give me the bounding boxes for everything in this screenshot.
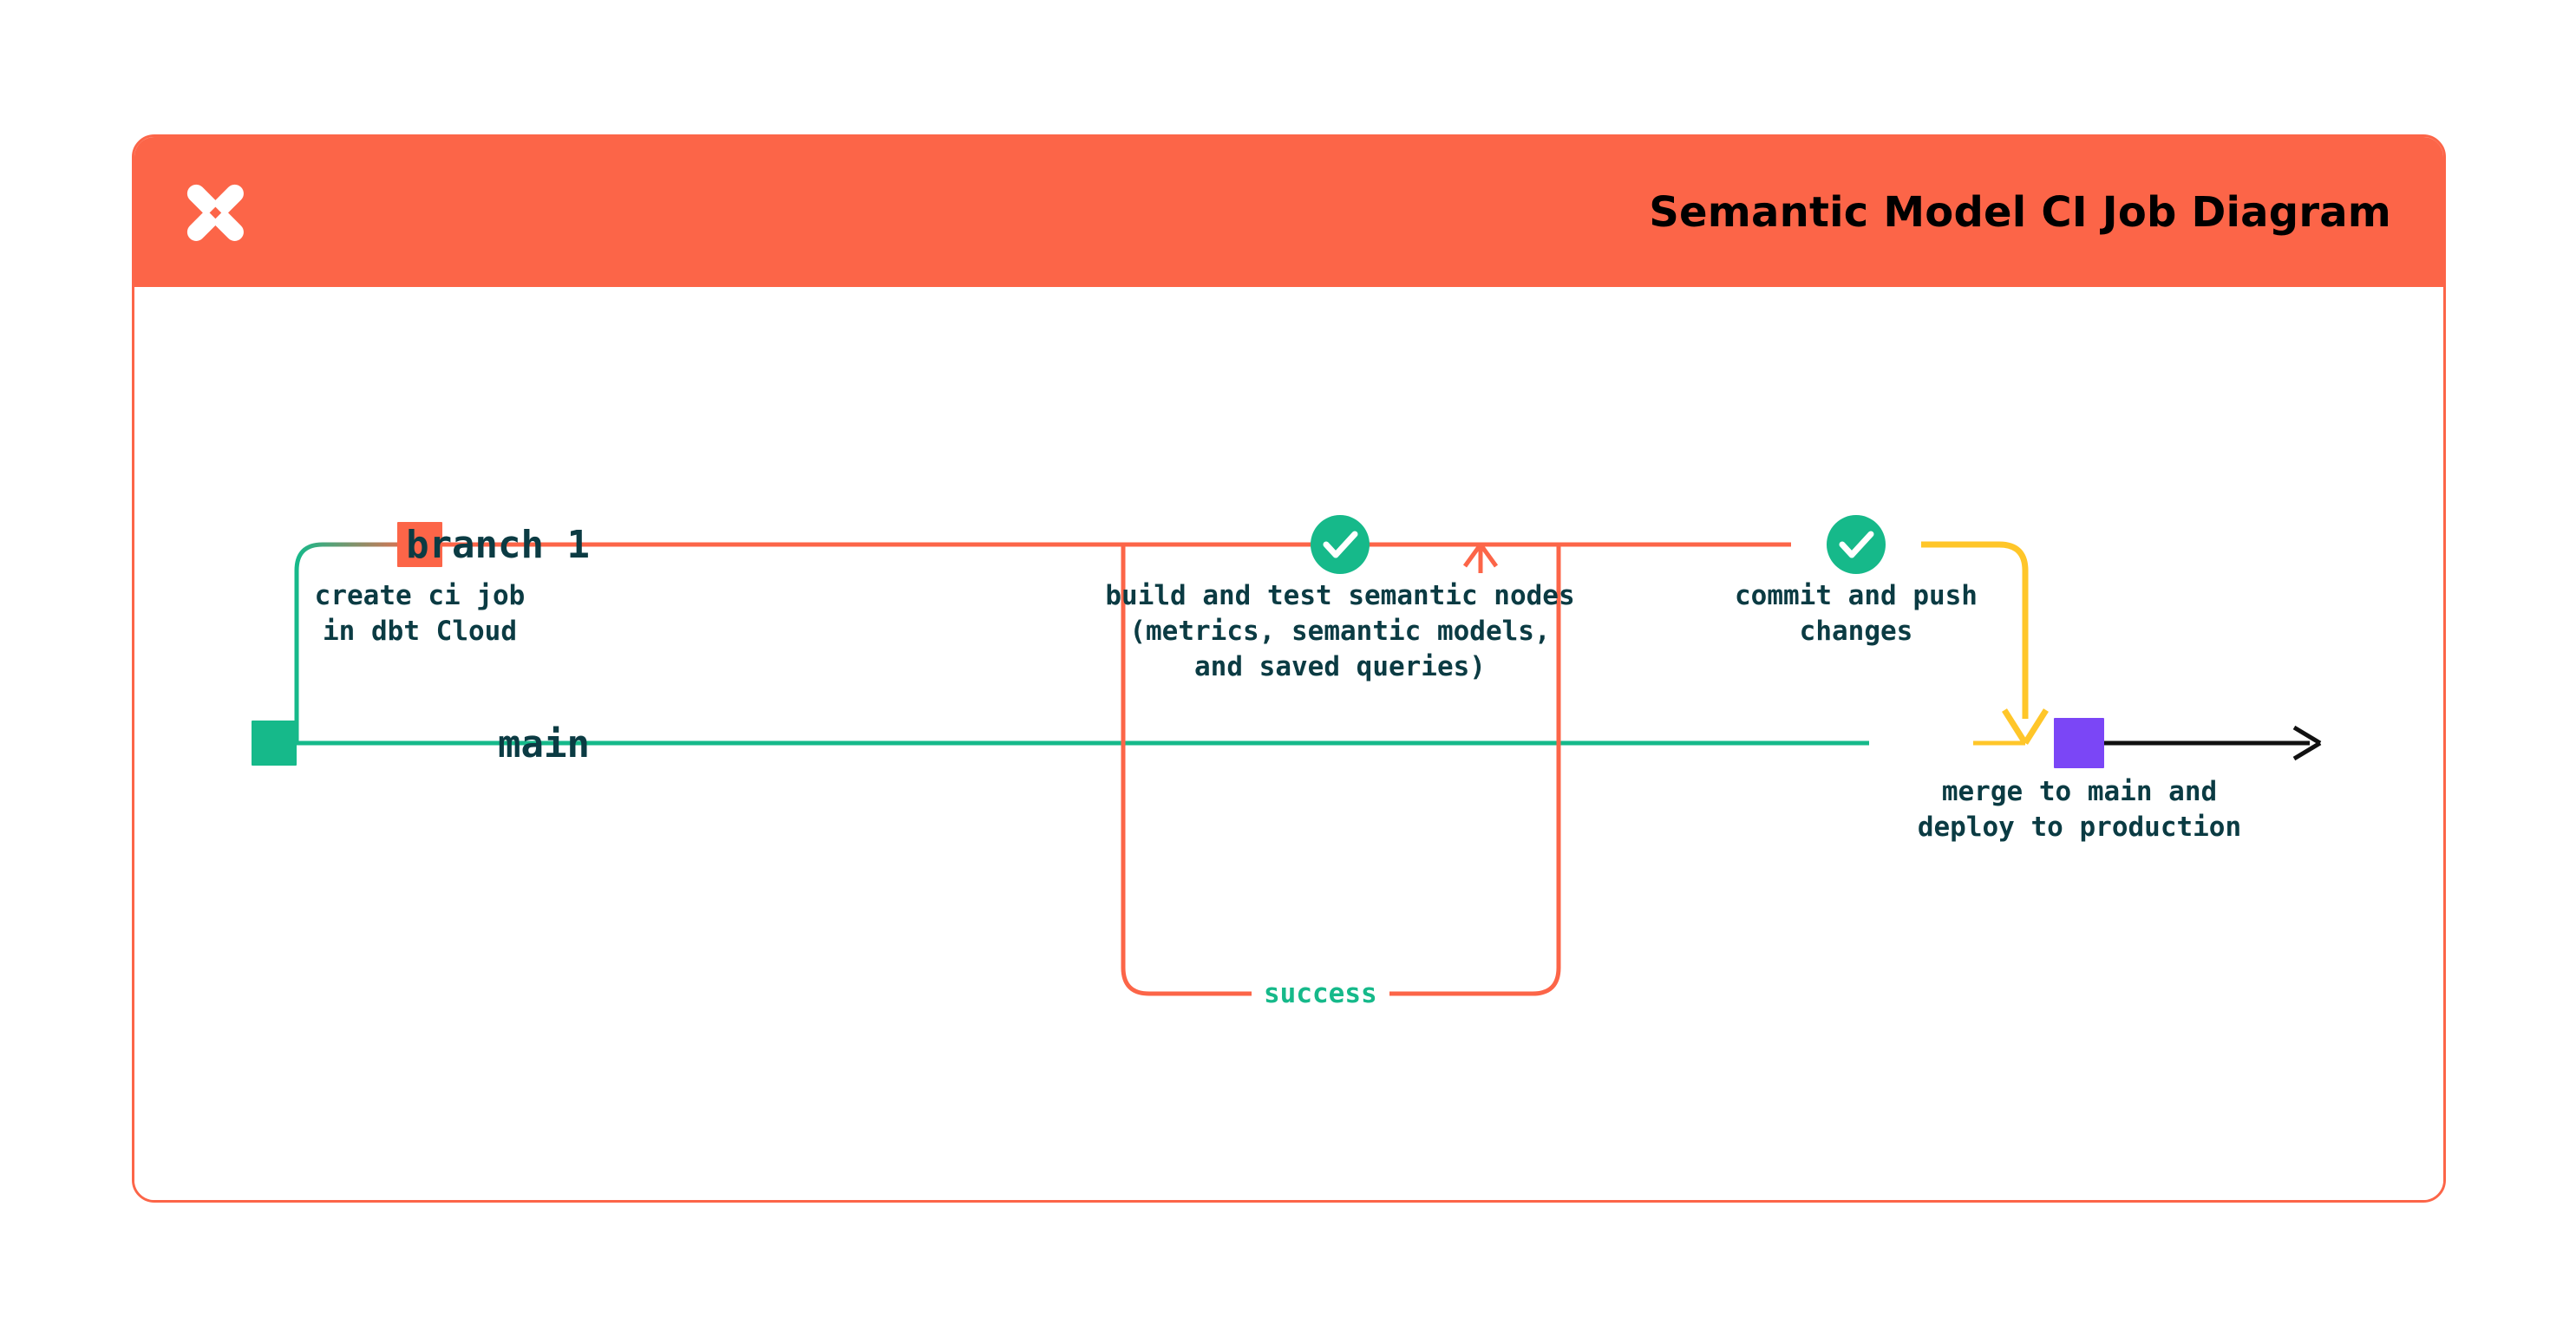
branch-off-edge [294, 542, 421, 743]
success-loop-right [1366, 545, 1561, 996]
page-title: Semantic Model CI Job Diagram [1649, 187, 2391, 237]
merge-down-arrowhead [2002, 708, 2049, 745]
dbt-logo-icon [180, 177, 251, 248]
branch-label-main: main [498, 722, 590, 766]
merge-down-edge [1921, 541, 2029, 719]
card-body: branch 1 main create ci job in dbt Cloud… [134, 287, 2443, 1200]
success-loop-left [1121, 545, 1253, 996]
node-label-commit-and-push: commit and push changes [1735, 580, 1978, 648]
node-commit-and-push[interactable] [1827, 515, 1886, 574]
edge-label-success: success [1252, 978, 1389, 1009]
branch-label-branch-1: branch 1 [406, 523, 590, 567]
node-merge-to-main[interactable] [2054, 718, 2104, 768]
node-label-create-ci-job: create ci job in dbt Cloud [314, 580, 526, 648]
node-label-merge-to-main: merge to main and deploy to production [1917, 776, 2242, 844]
check-icon [1323, 531, 1358, 558]
node-create-ci-job[interactable] [397, 522, 442, 567]
card-header: Semantic Model CI Job Diagram [134, 137, 2443, 287]
success-loop-arrowhead [1462, 543, 1499, 568]
check-icon [1839, 531, 1874, 558]
branch-flow-diagram [252, 515, 2322, 996]
node-main-start[interactable] [252, 721, 297, 766]
main-continuation-arrowhead [2292, 725, 2322, 761]
node-label-build-and-test: build and test semantic nodes (metrics, … [1105, 580, 1575, 683]
diagram-card: Semantic Model CI Job Diagram [132, 134, 2446, 1203]
node-build-and-test[interactable] [1311, 515, 1370, 574]
